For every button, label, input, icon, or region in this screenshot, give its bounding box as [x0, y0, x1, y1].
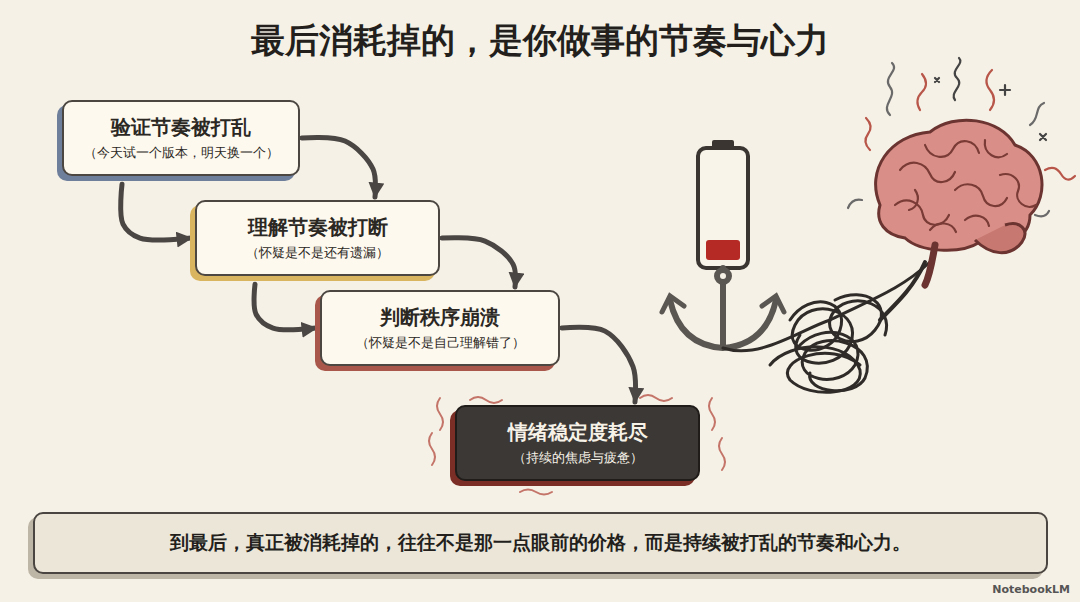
brain-icon-part	[895, 140, 1036, 232]
brain-icon-part	[975, 224, 1025, 253]
diagram-title: 最后消耗掉的，是你做事的节奏与心力	[0, 18, 1080, 64]
brain-icon-part-part	[955, 184, 1007, 206]
battery-icon	[698, 140, 748, 268]
heat-squiggles-part	[709, 398, 715, 430]
flow-arrow	[254, 284, 316, 330]
flow-arrow	[442, 238, 515, 287]
process-box: 验证节奏被打乱 （今天试一个版本，明天换一个）	[62, 100, 300, 176]
heat-squiggles-part	[640, 395, 672, 401]
stress-squiggles-part	[865, 118, 870, 150]
tangled-cord-part	[723, 262, 930, 351]
step-heading: 判断秩序崩溃	[336, 304, 544, 330]
stress-squiggles-part	[935, 78, 939, 82]
flow-arrow	[302, 138, 375, 197]
anchor-icon-part	[662, 296, 684, 312]
heat-squiggles-part	[719, 438, 725, 470]
anchor-icon	[662, 268, 784, 348]
brain-icon-part-part	[909, 190, 918, 210]
step-heading: 验证节奏被打乱	[78, 114, 284, 140]
stress-squiggles-part	[1045, 168, 1075, 180]
brain-icon-part-part	[965, 216, 989, 226]
stress-squiggles-part	[1035, 211, 1049, 216]
anchor-icon-part	[762, 296, 784, 312]
tangled-cord-part	[770, 347, 860, 393]
step-note: （怀疑是不是自己理解错了）	[336, 334, 544, 352]
stress-squiggles-part	[887, 63, 894, 115]
brain-icon-part-part	[895, 200, 949, 224]
brain-icon-part-part	[930, 223, 956, 232]
flow-arrow	[562, 327, 636, 402]
heat-squiggles-part	[520, 490, 552, 495]
tangled-cord-part	[830, 295, 887, 342]
stress-squiggles-part	[1040, 134, 1046, 140]
tangled-cord-part	[880, 262, 925, 320]
process-box: 理解节奏被打断 （怀疑是不是还有遗漏）	[195, 200, 440, 276]
brain-icon-part-part	[985, 140, 1007, 157]
step-heading: 理解节奏被打断	[211, 214, 424, 240]
stress-squiggles-part	[917, 74, 926, 110]
tangled-cord	[723, 262, 930, 392]
result-box: 情绪稳定度耗尽 （持续的焦虑与疲惫）	[455, 405, 700, 481]
stress-squiggles	[848, 58, 1075, 216]
process-box: 判断秩序崩溃 （怀疑是不是自己理解错了）	[320, 290, 560, 366]
stress-squiggles-part	[986, 70, 994, 110]
brain-icon	[876, 120, 1042, 285]
battery-icon-part	[698, 148, 748, 268]
stress-squiggles-part	[1030, 103, 1044, 125]
battery-icon-part	[706, 240, 740, 260]
brain-icon-part-part	[925, 141, 979, 157]
step-note: （怀疑是不是还有遗漏）	[211, 244, 424, 262]
stress-squiggles-part	[1000, 85, 1010, 95]
brain-icon-part	[925, 245, 935, 285]
stress-squiggles-part	[848, 200, 862, 208]
stress-squiggles-part	[954, 58, 961, 100]
summary-text: 到最后，真正被消耗掉的，往往不是那一点眼前的价格，而是持续被打乱的节奏和心力。	[55, 530, 1026, 556]
heat-squiggles	[429, 395, 725, 495]
heat-squiggles-part	[429, 433, 435, 465]
step-note: （持续的焦虑与疲惫）	[471, 449, 684, 467]
anchor-icon-part	[717, 270, 729, 282]
brain-icon-part-part	[1000, 174, 1036, 207]
heat-squiggles-part	[470, 397, 502, 403]
watermark: NotebookLM	[992, 583, 1070, 596]
step-heading: 情绪稳定度耗尽	[471, 419, 684, 445]
brain-icon-part-part	[900, 163, 955, 182]
step-note: （今天试一个版本，明天换一个）	[78, 144, 284, 162]
heat-squiggles-part	[437, 398, 443, 430]
flow-arrow	[121, 184, 191, 240]
summary-banner: 到最后，真正被消耗掉的，往往不是那一点眼前的价格，而是持续被打乱的节奏和心力。	[33, 512, 1048, 574]
